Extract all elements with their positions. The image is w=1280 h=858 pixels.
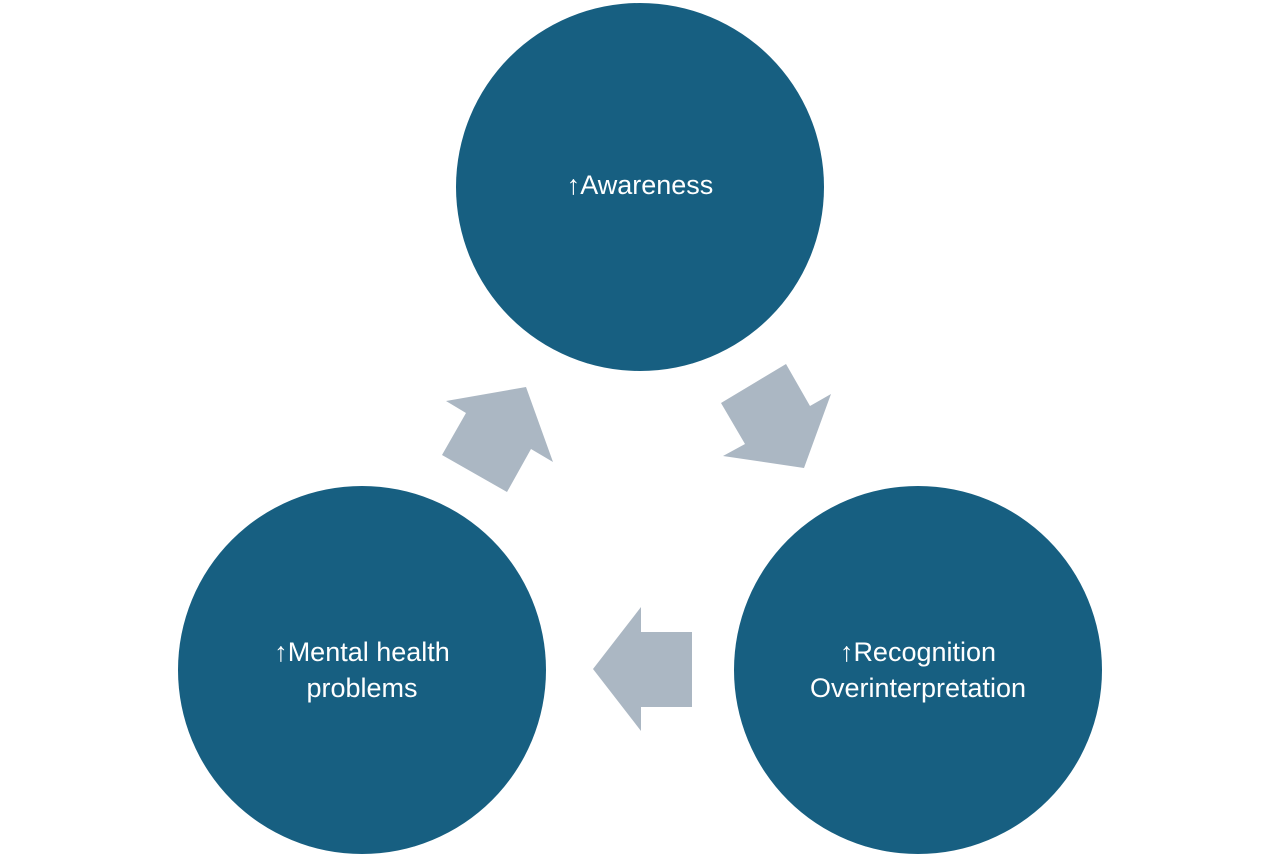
node-mental-health: ↑Mental health problems <box>178 486 546 854</box>
arrow-recognition-to-mental <box>593 607 692 731</box>
node-awareness-label: ↑Awareness <box>566 170 714 200</box>
arrow-mental-to-awareness <box>442 387 553 492</box>
node-mental-health-label: ↑Mental health problems <box>274 637 450 703</box>
node-recognition: ↑Recognition Overinterpretation <box>734 486 1102 854</box>
arrow-awareness-to-recognition <box>721 364 831 468</box>
node-recognition-label: ↑Recognition Overinterpretation <box>809 637 1027 703</box>
node-awareness: ↑Awareness <box>456 3 824 371</box>
